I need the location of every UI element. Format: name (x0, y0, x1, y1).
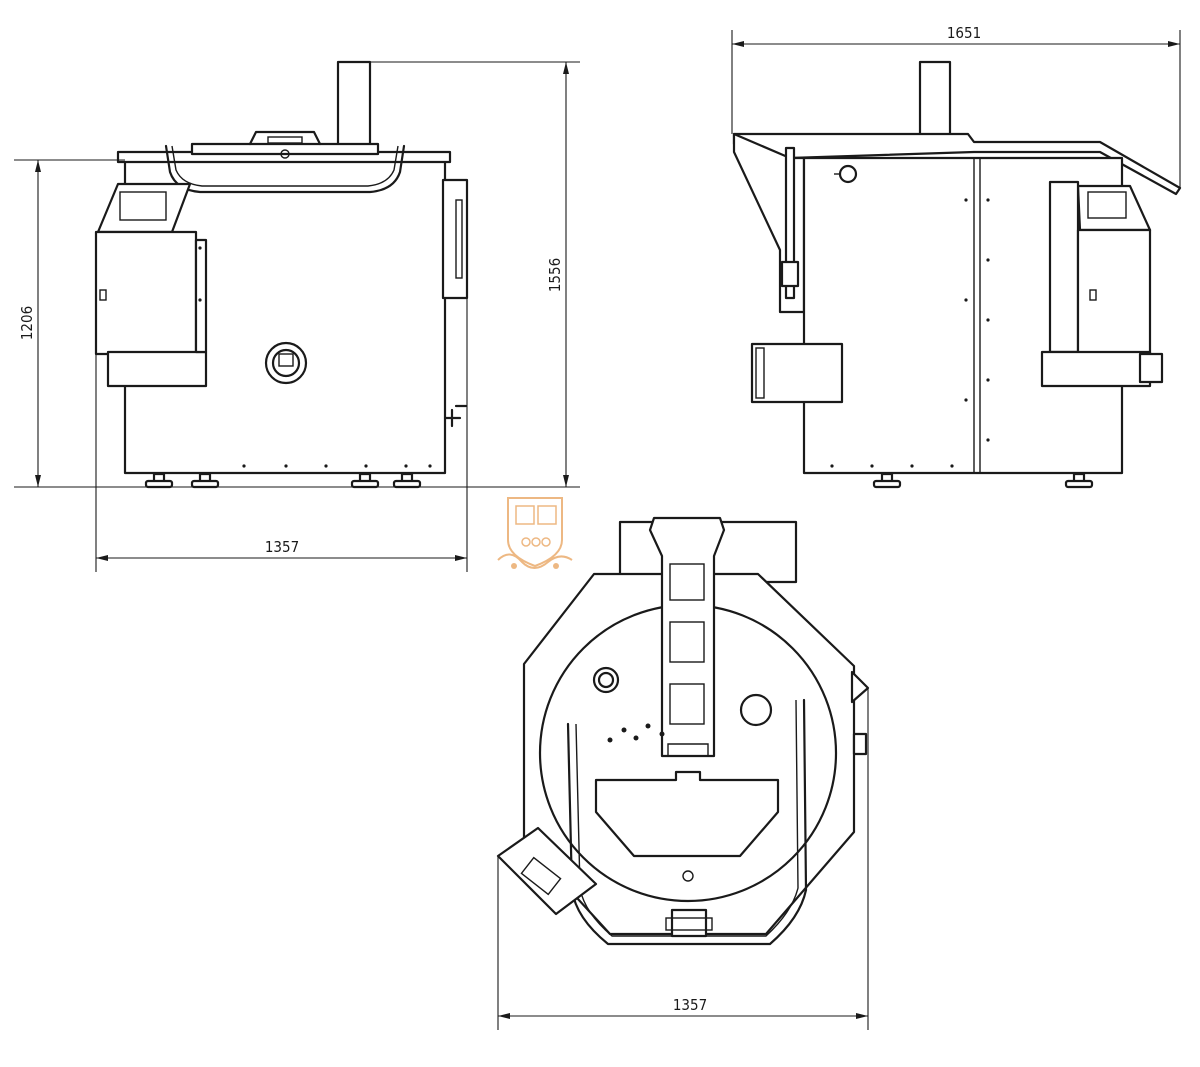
dim-front-total-height: 1556 (546, 258, 564, 292)
dim-front-width: 1357 (265, 538, 299, 556)
dimension-lines (14, 30, 1181, 1030)
brand-crest-logo-icon (497, 497, 573, 569)
dim-front-height: 1206 (18, 306, 36, 340)
side-view (732, 60, 1182, 489)
top-view (496, 516, 870, 946)
dim-side-width: 1651 (947, 24, 981, 42)
dim-top-width: 1357 (673, 996, 707, 1014)
front-view (94, 60, 469, 489)
